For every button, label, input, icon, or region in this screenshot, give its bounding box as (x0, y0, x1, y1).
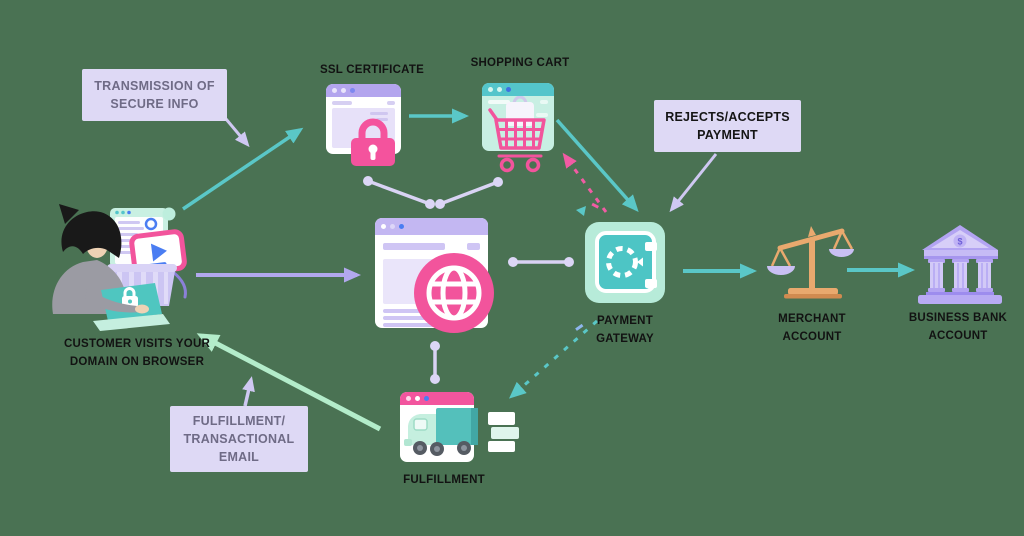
arrow-cart-to-gateway (555, 118, 639, 212)
content-bar (383, 323, 441, 327)
package-boxes (488, 412, 519, 452)
business-bank-account-label: BUSINESS BANK ACCOUNT (908, 312, 1008, 342)
callout-rejects-accepts-payment: REJECTS/ACCEPTS PAYMENT (654, 100, 801, 152)
window-header (482, 83, 554, 96)
window-header (326, 84, 401, 97)
arrow-fulfillment-to-customer (196, 333, 382, 432)
balance-scales-icon (767, 226, 854, 299)
arrow-email-callout (242, 376, 255, 407)
bank-building-icon: $ (918, 225, 1002, 304)
content-bar (488, 100, 510, 104)
window-header (375, 218, 488, 235)
payment-gateway-label: PAYMENT GATEWAY (596, 315, 654, 345)
content-bar (387, 101, 395, 105)
callout-fulfillment-transactional-email: FULFILLMENT/ TRANSACTIONAL EMAIL (170, 406, 308, 472)
merchant-account-label: MERCHANT ACCOUNT (778, 313, 846, 343)
window-dot (406, 396, 411, 401)
content-bar (383, 309, 441, 313)
arrow-rejects-callout-to-gateway (669, 153, 718, 213)
content-bar (383, 316, 441, 320)
window-dot (415, 396, 420, 401)
content-bar (376, 118, 388, 121)
content-bar (332, 101, 352, 105)
callout-text: REJECTS/ACCEPTS PAYMENT (665, 109, 790, 142)
window-dot (350, 88, 355, 93)
window-dot (381, 224, 386, 229)
window-dot (424, 396, 429, 401)
window-dot (341, 88, 346, 93)
arrow-gateway-to-cart-dashed (562, 152, 608, 213)
window-dot (488, 87, 493, 92)
video-player-icon (129, 229, 187, 276)
customer-figure (52, 204, 170, 331)
content-bar (540, 100, 548, 104)
address-bar (383, 243, 445, 250)
window-dot (497, 87, 502, 92)
confetti-decor (575, 202, 600, 331)
customer-visits-label: CUSTOMER VISITS YOUR DOMAIN ON BROWSER (63, 338, 211, 368)
window-dot (399, 224, 404, 229)
fulfillment-label: FULFILLMENT (403, 474, 485, 486)
window-header (400, 392, 474, 405)
arrow-gateway-to-fulfillment-dashed (509, 319, 598, 399)
shopping-cart-icon (488, 96, 546, 173)
connector-ssl-website-cart (363, 176, 503, 209)
globe-icon (414, 253, 494, 333)
delivery-truck-icon (404, 408, 519, 456)
lock-icon (351, 118, 395, 166)
window-dot (506, 87, 511, 92)
arrow-customer-to-ssl (182, 127, 304, 211)
callout-text: TRANSMISSION OF SECURE INFO (94, 78, 215, 111)
content-bar (370, 112, 388, 115)
window-dot (390, 224, 395, 229)
person-at-laptop-icon (52, 204, 187, 331)
safe-vault-icon (585, 222, 665, 303)
shopping-cart-label: SHOPPING CART (470, 57, 570, 69)
ssl-certificate-label: SSL CERTIFICATE (320, 64, 424, 76)
connector-website-gateway (508, 257, 574, 267)
connector-website-fulfillment (430, 341, 440, 384)
callout-text: FULFILLMENT/ TRANSACTIONAL EMAIL (183, 413, 295, 465)
bank-columns (928, 259, 993, 292)
content-bar (467, 243, 480, 250)
callout-transmission-of-secure-info: TRANSMISSION OF SECURE INFO (82, 69, 227, 121)
window-dot (332, 88, 337, 93)
content-bar (536, 113, 548, 117)
bank-dollar-symbol: $ (957, 237, 962, 247)
arrow-transmission-callout (224, 118, 250, 148)
